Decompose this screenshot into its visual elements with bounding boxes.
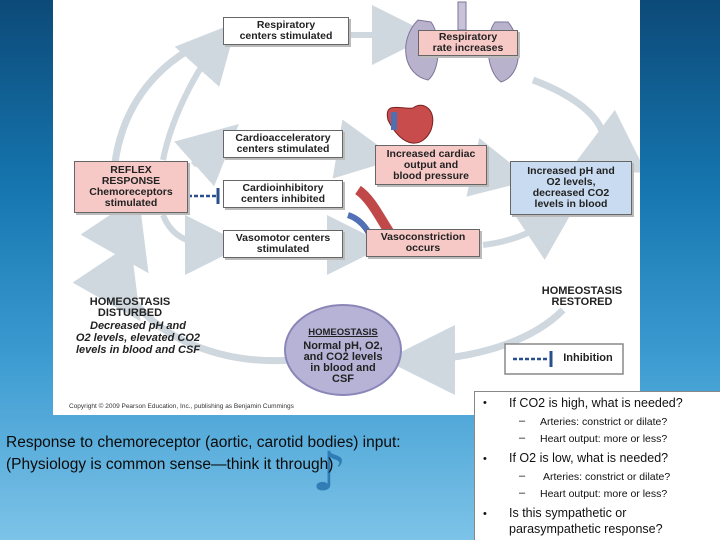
- bullet-icon: •: [483, 397, 487, 409]
- homeostasis-restored: HOMEOSTASIS RESTORED: [541, 285, 623, 308]
- caption-line-1: Response to chemoreceptor (aortic, carot…: [6, 434, 401, 451]
- box-cardioinhibitory: Cardioinhibitory centers inhibited: [223, 180, 343, 208]
- question-o2-low: If O2 is low, what is needed?: [509, 451, 669, 465]
- box-cardiac-output: Increased cardiac output and blood press…: [375, 145, 487, 185]
- homeostasis-disturbed-title: HOMEOSTASIS DISTURBED: [89, 296, 171, 319]
- q1-heart-output: Heart output: more or less?: [540, 433, 668, 445]
- box-vasoconstriction: Vasoconstriction occurs: [366, 229, 480, 257]
- dash-icon: –: [519, 470, 526, 482]
- dash-icon: –: [519, 487, 526, 499]
- question-co2-high: If CO2 is high, what is needed?: [509, 396, 683, 410]
- box-cardioacceleratory: Cardioacceleratory centers stimulated: [223, 130, 343, 158]
- caption-line-2: (Physiology is common sense—think it thr…: [6, 456, 334, 473]
- bullet-icon: •: [483, 508, 487, 520]
- homeostasis-center-body: Normal pH, O2, and CO2 levels in blood a…: [303, 340, 383, 385]
- dash-icon: –: [519, 415, 526, 427]
- box-vasomotor: Vasomotor centers stimulated: [223, 230, 343, 258]
- question-sympathetic-line2: parasympathetic response?: [509, 522, 663, 536]
- homeostasis-center-title: HOMEOSTASIS: [308, 327, 378, 338]
- dash-icon: –: [519, 432, 526, 444]
- box-respiratory-centers: Respiratory centers stimulated: [223, 17, 349, 45]
- question-sympathetic-line1: Is this sympathetic or: [509, 506, 627, 520]
- homeostasis-diagram: Respiratory centers stimulated Respirato…: [53, 0, 640, 415]
- inhibition-legend-label: Inhibition: [563, 352, 613, 364]
- box-respiratory-rate: Respiratory rate increases: [418, 30, 518, 56]
- q2-heart-output: Heart output: more or less?: [540, 488, 668, 500]
- copyright-notice: Copyright © 2009 Pearson Education, Inc.…: [69, 403, 294, 410]
- box-reflex-response: REFLEX RESPONSE Chemoreceptors stimulate…: [74, 161, 188, 213]
- music-note-icon: ♪: [312, 440, 347, 503]
- homeostasis-disturbed-body: Decreased pH and O2 levels, elevated CO2…: [75, 320, 201, 356]
- q2-arteries: Arteries: constrict or dilate?: [543, 471, 671, 483]
- slide-caption: Response to chemoreceptor (aortic, carot…: [6, 432, 476, 476]
- bullet-icon: •: [483, 453, 487, 465]
- heart-illustration: [386, 104, 434, 144]
- q1-arteries: Arteries: constrict or dilate?: [540, 416, 668, 428]
- homeostasis-ellipse: [284, 304, 402, 396]
- box-increased-ph: Increased pH and O2 levels, decreased CO…: [510, 161, 632, 215]
- questions-panel: • If CO2 is high, what is needed? – Arte…: [474, 391, 720, 540]
